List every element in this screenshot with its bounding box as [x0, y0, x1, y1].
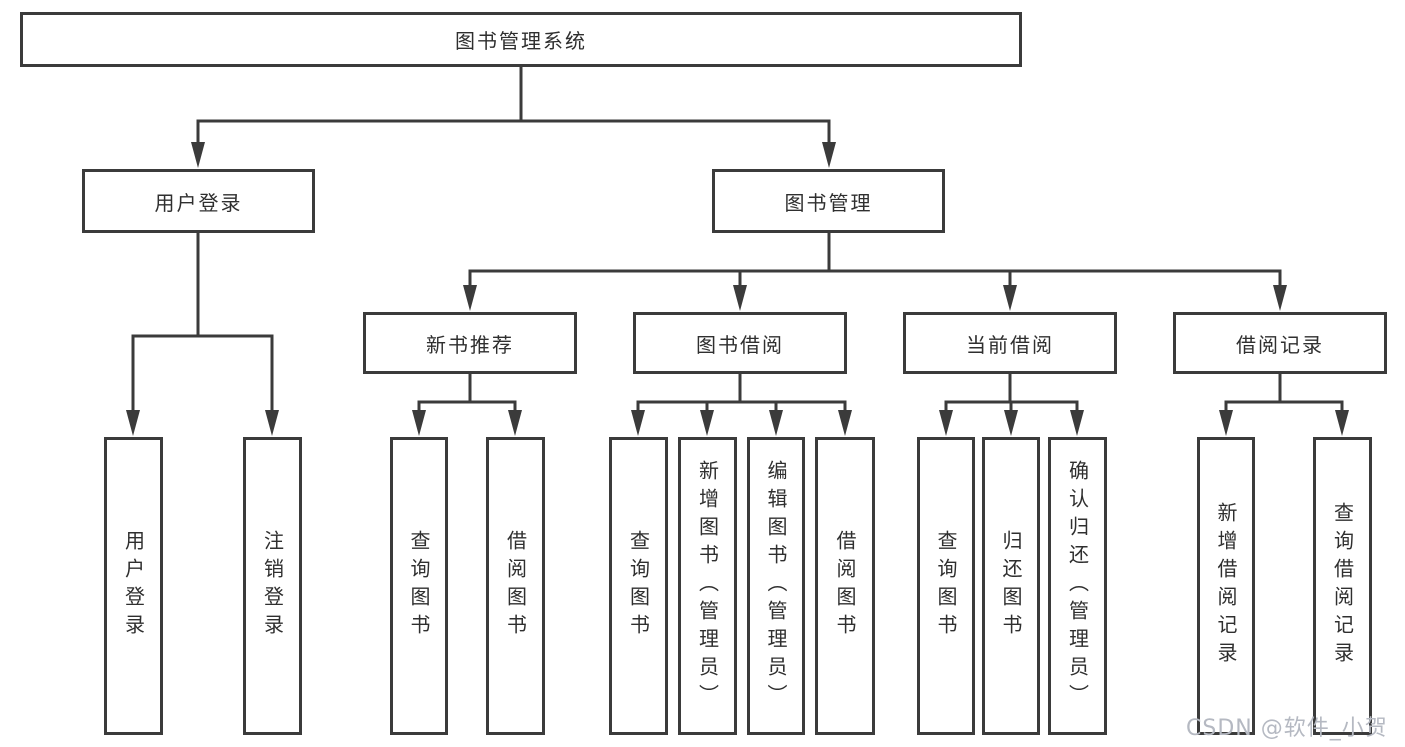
arrow-down-icon [1273, 285, 1287, 311]
node-book-borrowing: 图书借阅 [633, 312, 847, 374]
leaf-add-borrow-record: 新增借阅记录 [1197, 437, 1255, 735]
leaf-query-borrow-record: 查询借阅记录 [1313, 437, 1372, 735]
leaf-label: 用户登录 [121, 530, 146, 642]
node-label: 图书管理 [784, 190, 873, 215]
leaf-return-books: 归还图书 [982, 437, 1040, 735]
leaf-label: 归还图书 [999, 530, 1023, 642]
arrow-down-icon [1070, 410, 1084, 436]
arrow-down-icon [265, 410, 279, 436]
leaf-label: 查询图书 [934, 530, 958, 642]
watermark-text: CSDN @软件_小贺同学 [1186, 716, 1388, 741]
leaf-borrow-books-recommend: 借阅图书 [486, 437, 545, 735]
node-root-system: 图书管理系统 [20, 12, 1022, 67]
leaf-add-books-admin: 新增图书（管理员） [678, 437, 737, 735]
arrow-down-icon [463, 285, 477, 311]
leaf-logout: 注销登录 [243, 437, 302, 735]
leaf-user-login: 用户登录 [104, 437, 163, 735]
node-label: 图书借阅 [696, 332, 784, 357]
leaf-label: 查询图书 [626, 530, 651, 642]
leaf-edit-books-admin: 编辑图书（管理员） [747, 437, 805, 735]
leaf-label: 借阅图书 [833, 530, 857, 642]
arrow-down-icon [631, 410, 645, 436]
node-label: 用户登录 [154, 190, 243, 215]
arrow-down-icon [939, 410, 953, 436]
arrow-down-icon [508, 410, 522, 436]
leaf-query-books-recommend: 查询图书 [390, 437, 448, 735]
node-user-login-branch: 用户登录 [82, 169, 315, 233]
node-label: 新书推荐 [426, 332, 514, 357]
node-book-management-branch: 图书管理 [712, 169, 945, 233]
arrow-down-icon [769, 410, 783, 436]
leaf-label: 查询图书 [407, 530, 431, 642]
leaf-label: 查询借阅记录 [1330, 502, 1355, 670]
node-root-label: 图书管理系统 [455, 29, 587, 53]
leaf-label: 借阅图书 [503, 530, 528, 642]
leaf-label: 注销登录 [260, 530, 285, 642]
arrow-down-icon [1003, 285, 1017, 311]
arrow-down-icon [1335, 410, 1349, 436]
leaf-query-books-borrowing: 查询图书 [609, 437, 668, 735]
node-label: 借阅记录 [1236, 332, 1324, 357]
node-label: 当前借阅 [966, 332, 1054, 357]
leaf-query-books-current: 查询图书 [917, 437, 975, 735]
arrow-down-icon [838, 410, 852, 436]
arrow-down-icon [191, 142, 205, 168]
arrow-down-icon [700, 410, 714, 436]
arrow-down-icon [1004, 410, 1018, 436]
leaf-label: 新增图书（管理员） [695, 460, 720, 712]
leaf-confirm-return-admin: 确认归还（管理员） [1048, 437, 1107, 735]
arrow-down-icon [822, 142, 836, 168]
arrow-down-icon [412, 410, 426, 436]
node-current-borrowing: 当前借阅 [903, 312, 1117, 374]
node-borrowing-records: 借阅记录 [1173, 312, 1387, 374]
arrow-down-icon [1219, 410, 1233, 436]
node-new-book-recommend: 新书推荐 [363, 312, 577, 374]
arrow-down-icon [126, 410, 140, 436]
leaf-borrow-books: 借阅图书 [815, 437, 875, 735]
leaf-label: 确认归还（管理员） [1065, 460, 1090, 712]
leaf-label: 新增借阅记录 [1214, 502, 1238, 670]
leaf-label: 编辑图书（管理员） [764, 460, 788, 712]
arrow-down-icon [733, 285, 747, 311]
arrowheads [126, 142, 1349, 436]
